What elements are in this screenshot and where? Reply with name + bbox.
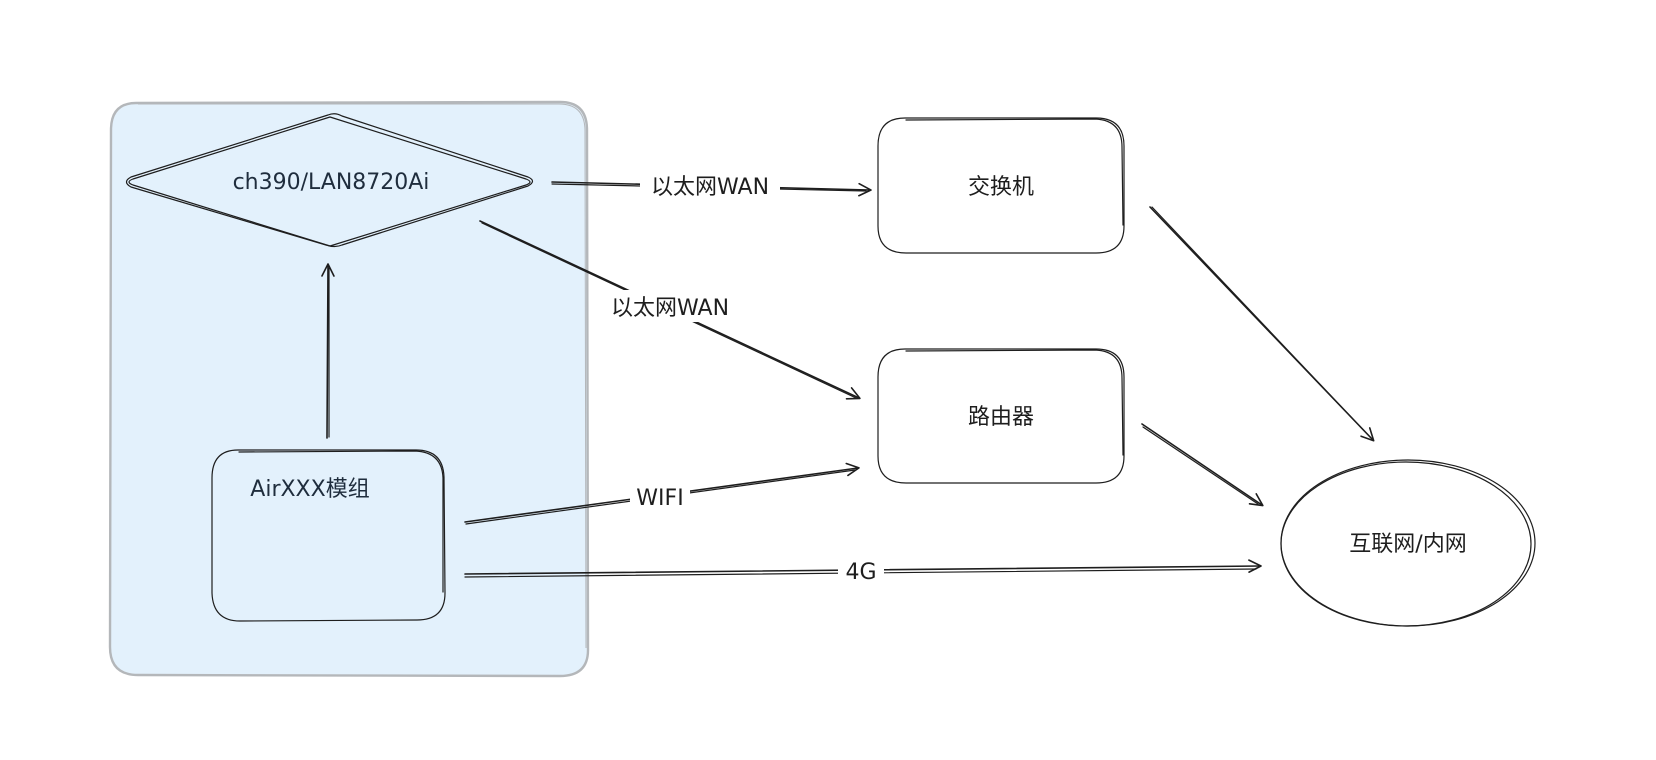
phy-to-router-edge: 以太网WAN [479, 220, 861, 400]
internet-label: 互联网/内网 [1349, 532, 1466, 557]
phy-to-switch-edge: 以太网WAN [551, 170, 872, 200]
switch-node: 交换机 [877, 117, 1125, 254]
module-to-router-label: WIFI [636, 486, 683, 511]
internet-node: 互联网/内网 [1280, 459, 1536, 627]
module-container [108, 100, 590, 678]
module-to-internet-edge: 4G [464, 556, 1262, 586]
phy-to-router-label: 以太网WAN [611, 296, 729, 321]
switch-to-internet-edge [1149, 206, 1375, 442]
switch-label: 交换机 [968, 175, 1034, 200]
router-node: 路由器 [877, 348, 1125, 484]
phy-chip-label: ch390/LAN8720Ai [233, 170, 430, 195]
router-label: 路由器 [968, 405, 1034, 430]
module-to-phy-arrow [321, 263, 335, 439]
phy-chip-node: ch390/LAN8720Ai [125, 113, 534, 248]
module-to-internet-label: 4G [845, 560, 876, 585]
phy-to-switch-label: 以太网WAN [651, 175, 769, 200]
router-to-internet-edge [1141, 423, 1264, 507]
air-module-node: AirXXX模组 [211, 449, 446, 622]
air-module-label: AirXXX模组 [250, 477, 369, 502]
module-to-router-edge: WIFI [464, 462, 860, 525]
